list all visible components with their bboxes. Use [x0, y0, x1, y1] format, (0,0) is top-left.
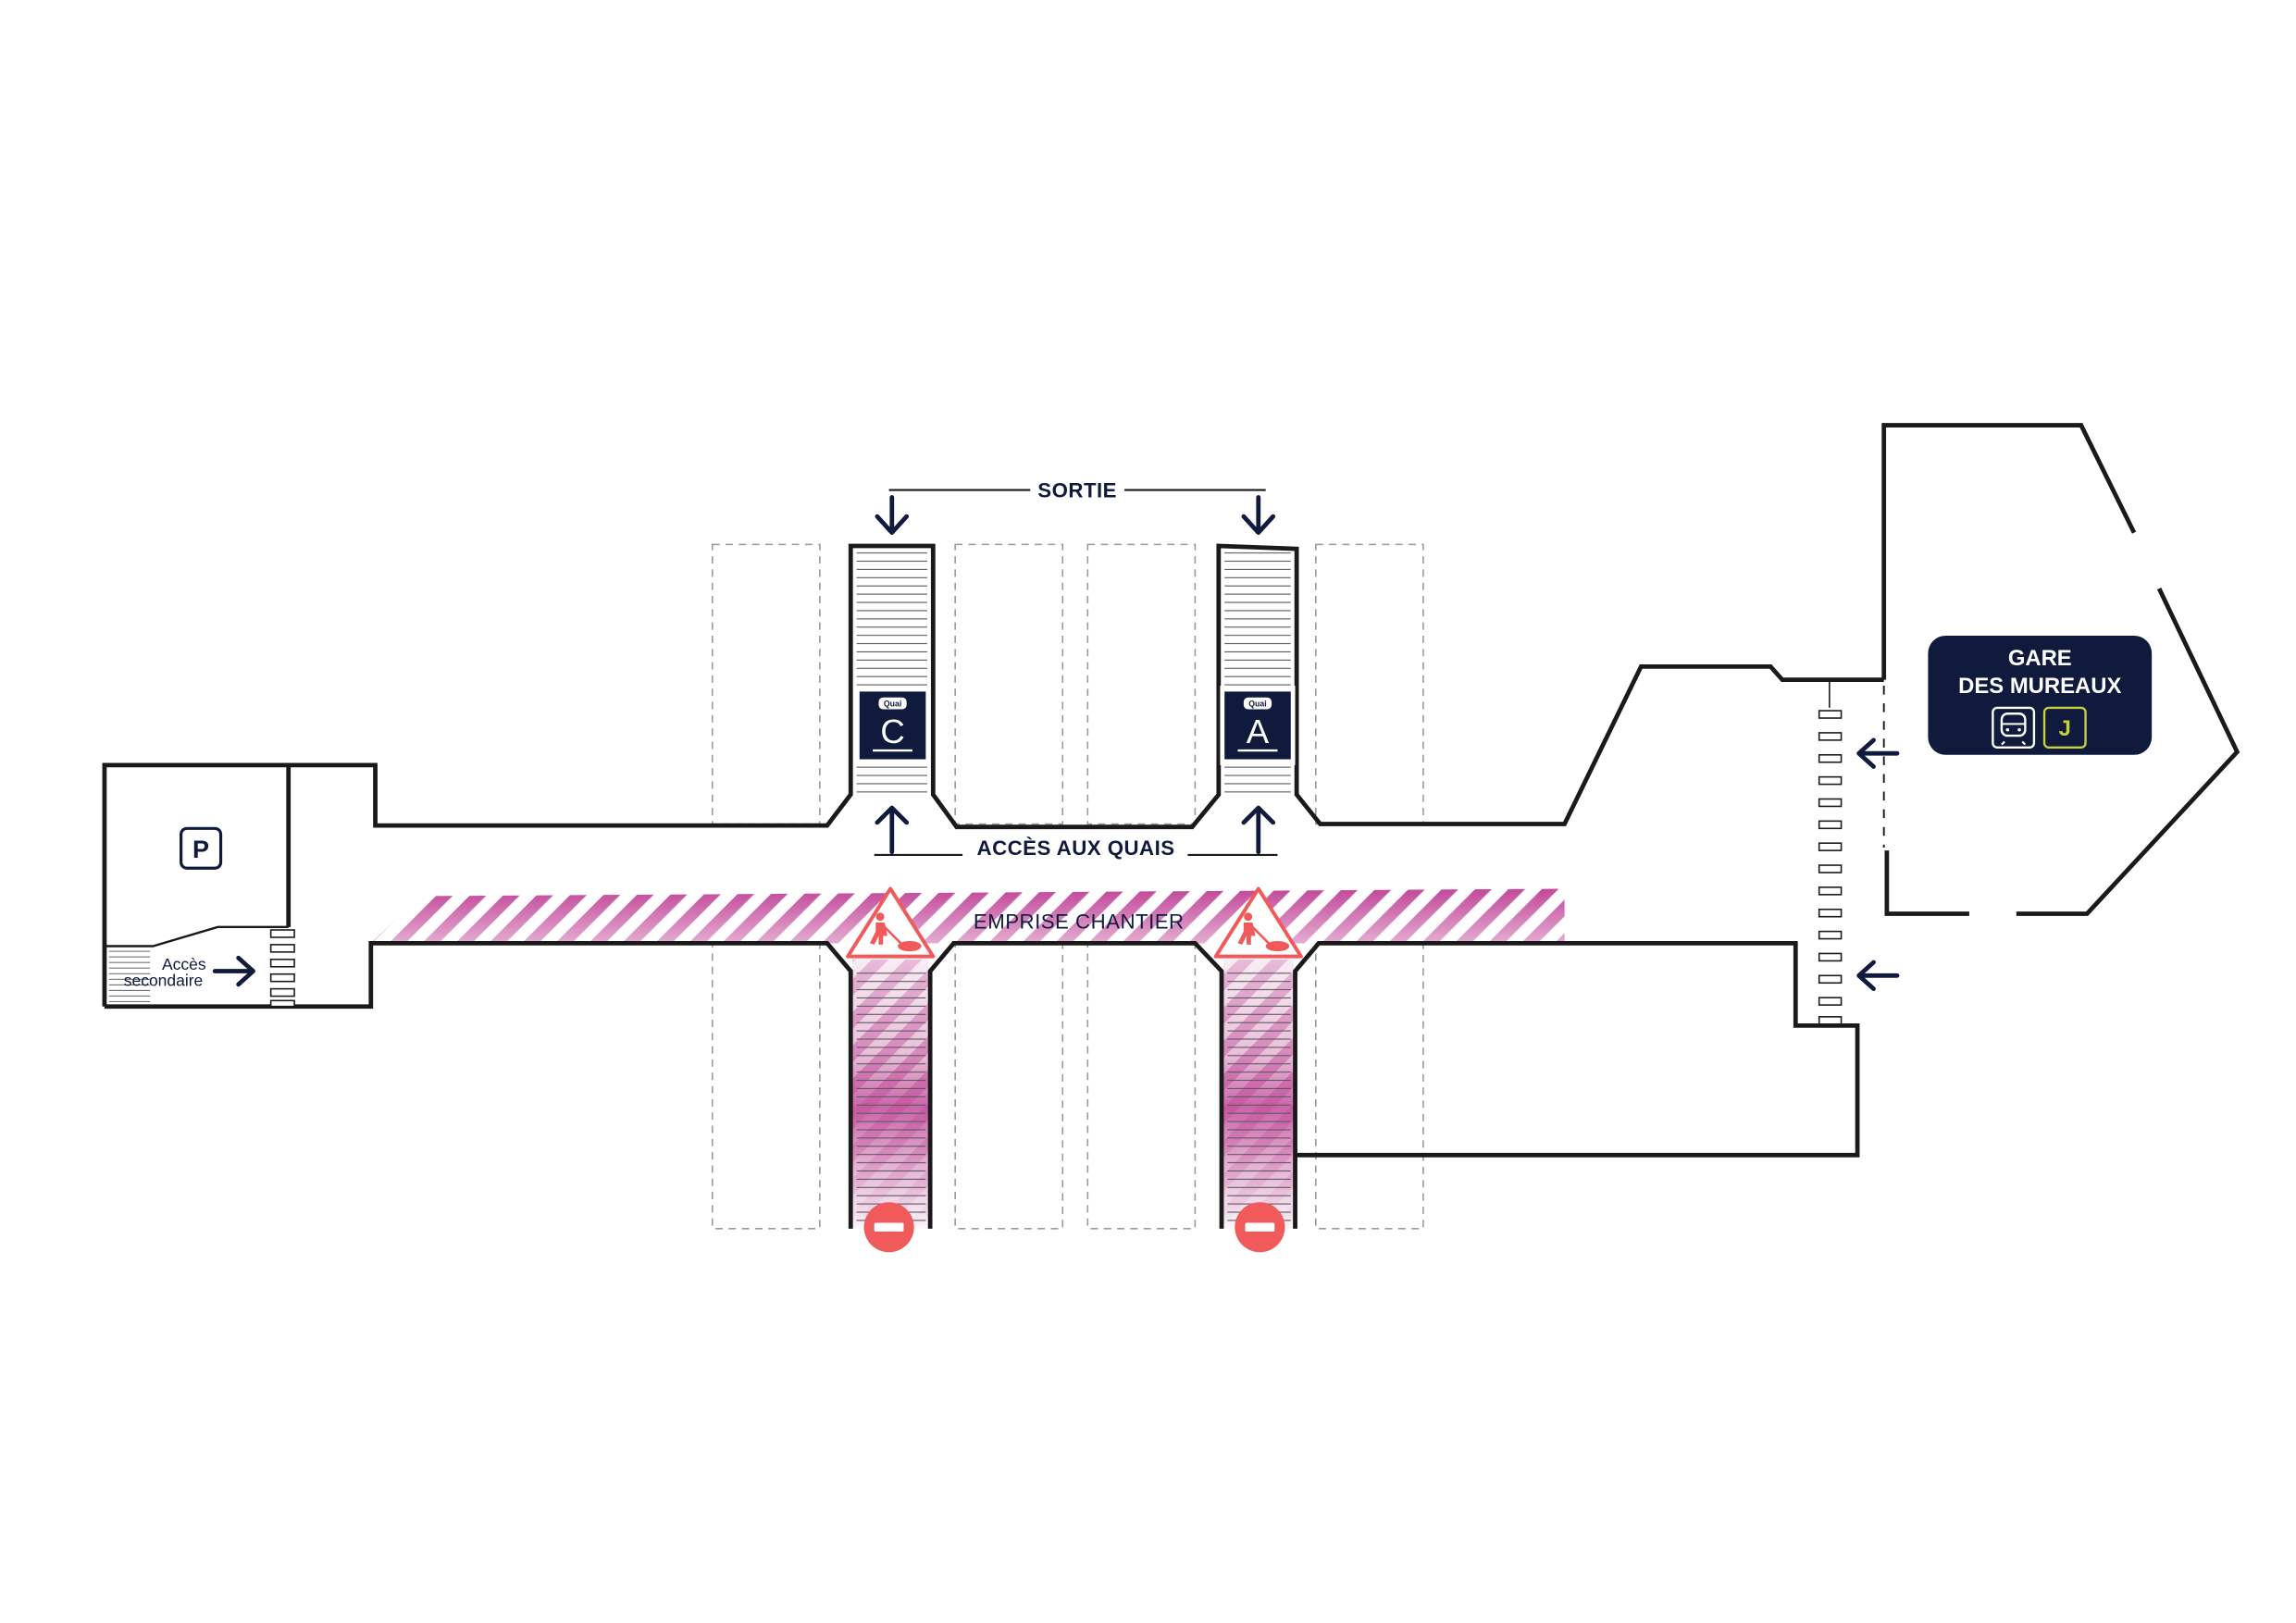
- track-outline: [711, 942, 821, 1230]
- platform-badge-label: Quai: [1248, 700, 1266, 709]
- platform-access-indicator: ACCÈS AUX QUAIS: [874, 805, 1278, 860]
- no-entry-icon: [863, 1202, 914, 1253]
- secondary-access-label-line2: secondaire: [124, 971, 204, 989]
- platform-sign-c: Quai C: [853, 686, 931, 765]
- line-j-icon: J: [2042, 706, 2087, 750]
- arrow-up-icon: [1241, 805, 1276, 855]
- track-outline: [954, 543, 1064, 825]
- track-outline: [1315, 942, 1424, 1230]
- construction-zone: [370, 888, 1565, 944]
- station-name-line2: DES MUREAUX: [1958, 674, 2121, 699]
- roadworks-warning-icon: [846, 886, 936, 959]
- stairs-platform-a-lower-closed: [1222, 959, 1294, 1229]
- parking-icon: P: [180, 826, 223, 870]
- station-name-line1: GARE: [2008, 646, 2072, 671]
- secondary-access: Accès secondaire: [124, 955, 255, 989]
- platform-letter: A: [1247, 712, 1270, 750]
- platform-letter: C: [880, 712, 904, 750]
- parking-symbol: P: [192, 836, 209, 863]
- exit-indicator: SORTIE: [875, 478, 1276, 536]
- platform-sign-a: Quai A: [1220, 686, 1296, 765]
- stairs-platform-c-lower-closed: [851, 959, 929, 1229]
- station-building-outline: [1881, 423, 2240, 916]
- track-outline: [1086, 543, 1197, 825]
- line-j-label: J: [2059, 716, 2071, 741]
- track-outline: [711, 543, 821, 825]
- crossing-left: [269, 929, 295, 1008]
- building-outline: [102, 543, 1884, 1229]
- train-icon: [1992, 706, 2036, 750]
- arrow-down-icon: [875, 495, 910, 536]
- arrow-up-icon: [875, 805, 910, 855]
- arrow-left-icon: [1856, 737, 1900, 769]
- arrow-right-icon: [212, 955, 255, 987]
- no-entry-icon: [1235, 1202, 1285, 1253]
- platform-tracks: [711, 543, 1424, 1230]
- arrow-left-icon: [1856, 960, 1900, 992]
- platform-badge-label: Quai: [884, 700, 901, 709]
- station-name-box: GARE DES MUREAUX J: [1928, 635, 2153, 755]
- secondary-access-label-line1: Accès: [162, 955, 206, 973]
- construction-zone-label: EMPRISE CHANTIER: [974, 910, 1185, 933]
- stairs-secondary-access: [108, 950, 151, 1006]
- track-outline: [954, 942, 1064, 1230]
- crossing-right: [1818, 679, 1843, 1025]
- track-outline: [1086, 942, 1197, 1230]
- track-outline: [1315, 543, 1424, 825]
- arrow-down-icon: [1241, 495, 1276, 536]
- platform-access-label: ACCÈS AUX QUAIS: [977, 836, 1175, 860]
- exit-label: SORTIE: [1037, 478, 1117, 502]
- roadworks-warning-icon: [1213, 886, 1303, 959]
